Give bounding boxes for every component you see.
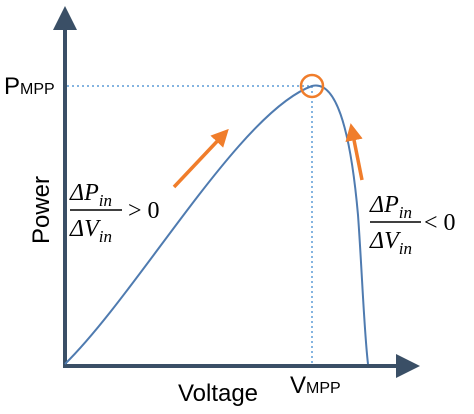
mpp-circle: [299, 73, 325, 99]
svg-text:ΔVin: ΔVin: [69, 216, 112, 246]
svg-text:ΔPin: ΔPin: [369, 192, 412, 222]
x-axis-label: Voltage: [178, 380, 258, 407]
left-slope-arrow: [172, 128, 229, 189]
right-slope-equation: ΔPin ΔVin < 0: [369, 192, 456, 258]
pv-curve: [64, 84, 369, 365]
left-relation: > 0: [128, 198, 160, 224]
y-axis-label: Power: [28, 176, 55, 244]
left-slope-equation: ΔPin ΔVin > 0: [69, 180, 160, 246]
p-mpp-label: PMPP: [4, 73, 55, 100]
right-slope-arrow: [345, 123, 364, 181]
right-relation: < 0: [424, 210, 456, 236]
v-mpp-label: VMPP: [290, 372, 341, 399]
svg-text:ΔPin: ΔPin: [69, 180, 112, 210]
svg-text:ΔVin: ΔVin: [369, 228, 412, 258]
